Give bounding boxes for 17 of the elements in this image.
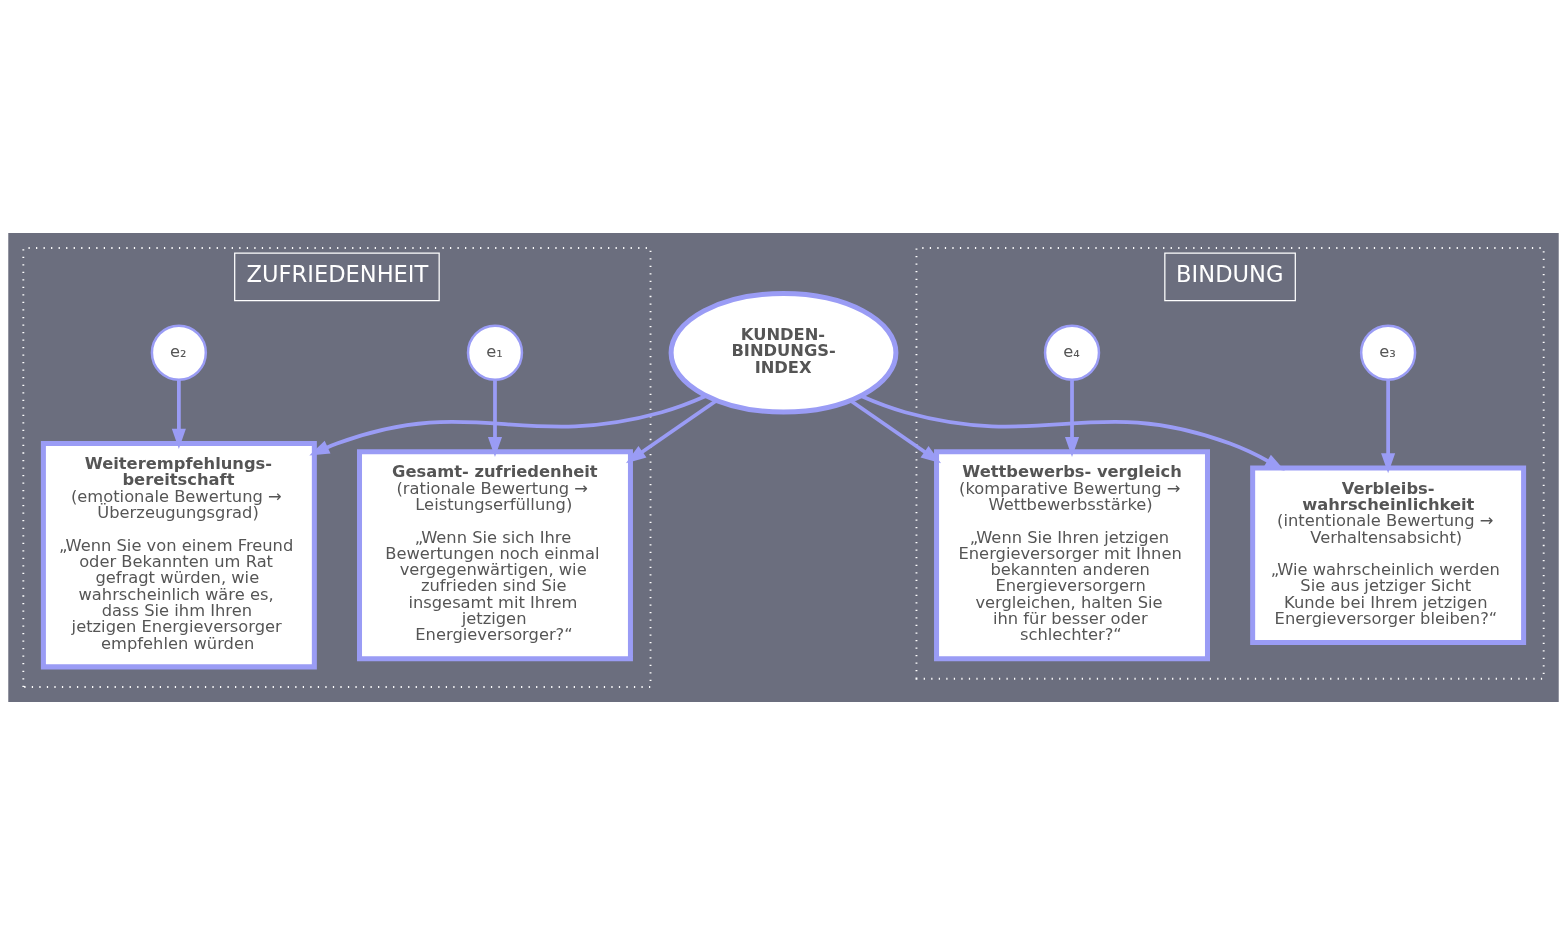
arrow <box>849 399 942 464</box>
arrow <box>309 394 707 456</box>
arrow <box>1381 379 1396 474</box>
node-ellipse: KUNDEN- BINDUNGS- INDEX <box>668 291 899 415</box>
node-box: Wettbewerbs- vergleich (komparative Bewertung → Wettbewerbsstärke) „Wenn Sie Ihren jetzigen Energieversorger mit Ihnen bekannten anderen Energieversorgern vergleichen, halten Sie ihn für besser oder schlechter?“ <box>934 449 1210 662</box>
node-circle: e₂ <box>150 324 208 382</box>
node-box: Weiterempfehlungs- bereitschaft (emotionale Bewertung → Überzeugungsgrad) „Wenn Sie von einem Freund oder Bekannten um Rat gefragt würden, wie wahrscheinlich wäre es, dass Sie ihm Ihren jetzigen Energieversorger empfehlen würden <box>40 441 317 670</box>
arrow <box>171 379 186 449</box>
arrow <box>860 394 1285 471</box>
arrow <box>1064 379 1080 458</box>
node-circle: e₁ <box>466 324 524 382</box>
node-box: Verbleibs- wahrscheinlichkeit (intentionale Bewertung → Verhaltensabsicht) „Wie wahrscheinlich werden Sie aus jetziger Sicht Kunde bei Ihrem jetzigen Energieversorger bleiben?“ <box>1250 465 1527 645</box>
node-box: Gesamt- zufriedenheit (rationale Bewertung → Leistungserfüllung) „Wenn Sie sich Ihre Bewertungen noch einmal vergegenwärtigen, wie zufrieden sind Sie insgesamt mit Ihrem jetzigen Energieversorger?“ <box>357 449 633 662</box>
arrow <box>487 379 503 458</box>
node-circle: e₃ <box>1359 324 1417 382</box>
arrow <box>625 399 718 464</box>
node-circle: e₄ <box>1043 324 1101 382</box>
